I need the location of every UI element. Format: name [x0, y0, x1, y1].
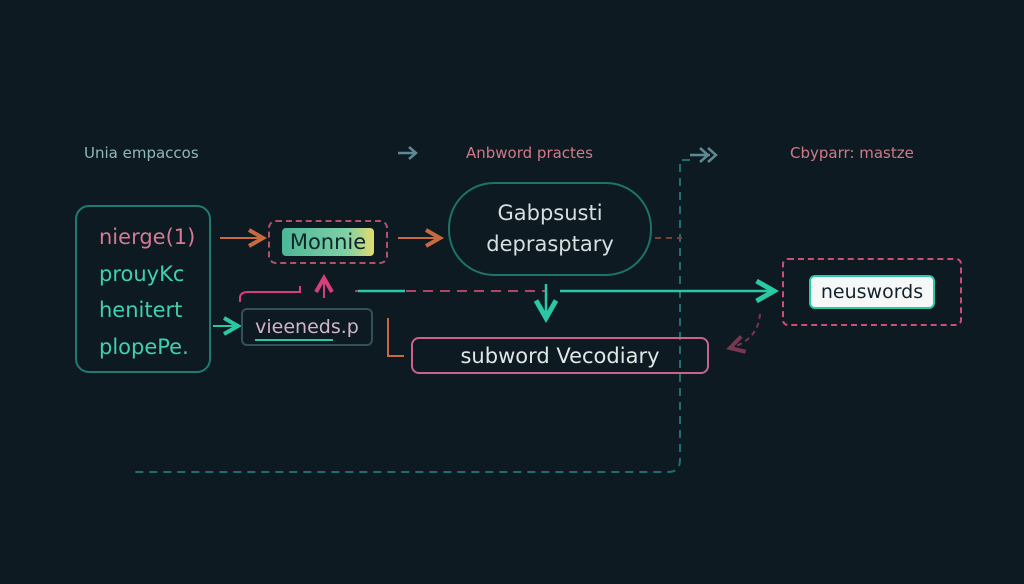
input-token-3: henitert [99, 298, 183, 323]
loop-back-dashed-line [132, 159, 690, 473]
vi-node-underline [255, 339, 333, 341]
output-node: neuswords [782, 258, 962, 326]
edge-vi-subword [387, 318, 404, 357]
header-left: Unia empaccos [84, 144, 199, 162]
header-chevron-1 [398, 146, 418, 160]
input-token-4: plopePe. [99, 334, 189, 359]
edge-output-subword [730, 313, 761, 348]
output-chip: neuswords [808, 275, 936, 309]
subword-vocabulary-node: subword Vecodiary [411, 337, 709, 374]
input-token-1: nierge(1) [99, 225, 196, 249]
vi-node-label: vieeneds.p [255, 316, 359, 338]
input-token-2: prouyKc [99, 261, 185, 286]
header-right: Cbyparr: mastze [790, 144, 914, 162]
header-middle: Anbword practes [466, 144, 593, 162]
input-token-node: nierge(1) prouyKc henitert plopePe. [75, 205, 211, 373]
subword-node-label: subword Vecodiary [460, 343, 660, 368]
edge-vi-loop [239, 286, 301, 302]
header-chevron-2 [690, 147, 718, 163]
merge-chip: Monnie [281, 228, 375, 256]
vi-node: vieeneds.p [241, 308, 373, 346]
center-node-line1: Gabpsusti [497, 201, 603, 225]
center-node-line2: deprasptary [486, 232, 614, 256]
merge-node: Monnie [268, 220, 388, 264]
center-node: Gabpsusti deprasptary [448, 182, 652, 276]
